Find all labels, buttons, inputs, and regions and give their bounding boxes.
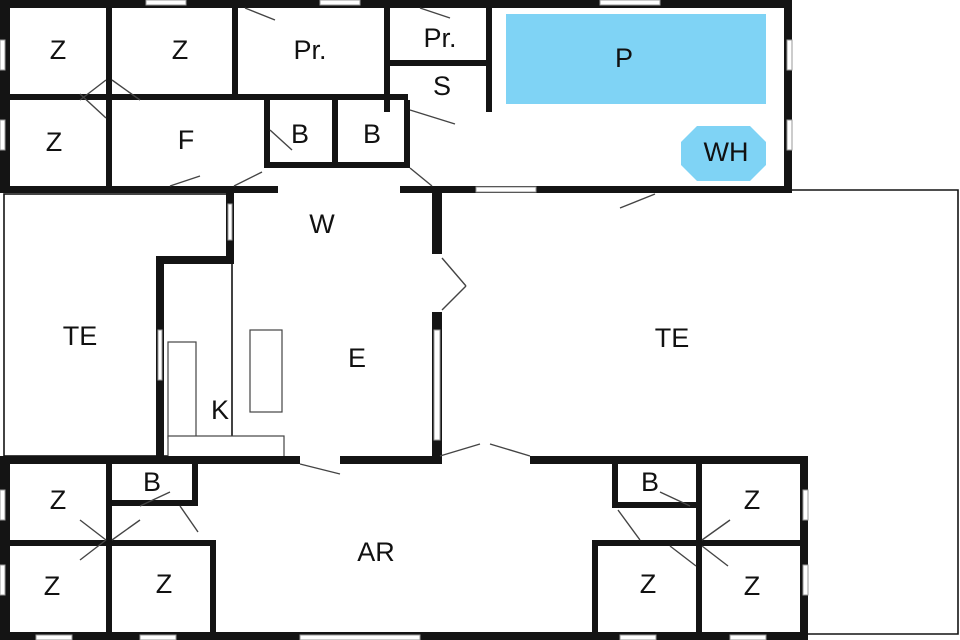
- walls: [0, 0, 808, 640]
- room-label-b-se: B: [641, 467, 659, 497]
- room-label-z-se3: Z: [744, 571, 761, 601]
- room-label-w: W: [309, 209, 335, 239]
- room-label-z-sw1: Z: [50, 485, 67, 515]
- room-label-te-right: TE: [655, 323, 690, 353]
- room-label-z-sw2: Z: [44, 571, 61, 601]
- room-label-te-left: TE: [63, 321, 98, 351]
- room-label-ar: AR: [357, 537, 395, 567]
- room-label-pool: P: [615, 43, 633, 73]
- room-label-z-nw2: Z: [172, 35, 189, 65]
- room-label-z-se1: Z: [744, 485, 761, 515]
- door-swings: [79, 7, 731, 567]
- kitchen-fixtures: [167, 329, 285, 459]
- whirlpool-shape: [681, 126, 766, 181]
- room-label-pr-1: Pr.: [293, 35, 326, 65]
- room-label-z-nw1: Z: [50, 35, 67, 65]
- terrace-outlines: [3, 189, 959, 635]
- room-label-z-nw3: Z: [46, 127, 63, 157]
- room-label-f: F: [178, 125, 195, 155]
- windows: [0, 0, 809, 640]
- room-label-k: K: [211, 395, 229, 425]
- room-label-pr-2: Pr.: [423, 23, 456, 53]
- room-label-b-n1: B: [291, 119, 309, 149]
- room-label-sauna: S: [433, 71, 451, 101]
- room-label-b-sw: B: [143, 467, 161, 497]
- room-label-z-se2: Z: [640, 569, 657, 599]
- pool-shape: [506, 14, 766, 104]
- room-label-b-n2: B: [363, 119, 381, 149]
- room-label-z-sw3: Z: [156, 569, 173, 599]
- room-label-e: E: [348, 343, 366, 373]
- room-label-whirlpool: WH: [704, 137, 749, 167]
- room-labels: Z Z Z Pr. Pr. S P WH F B B W TE TE E K A…: [44, 23, 761, 601]
